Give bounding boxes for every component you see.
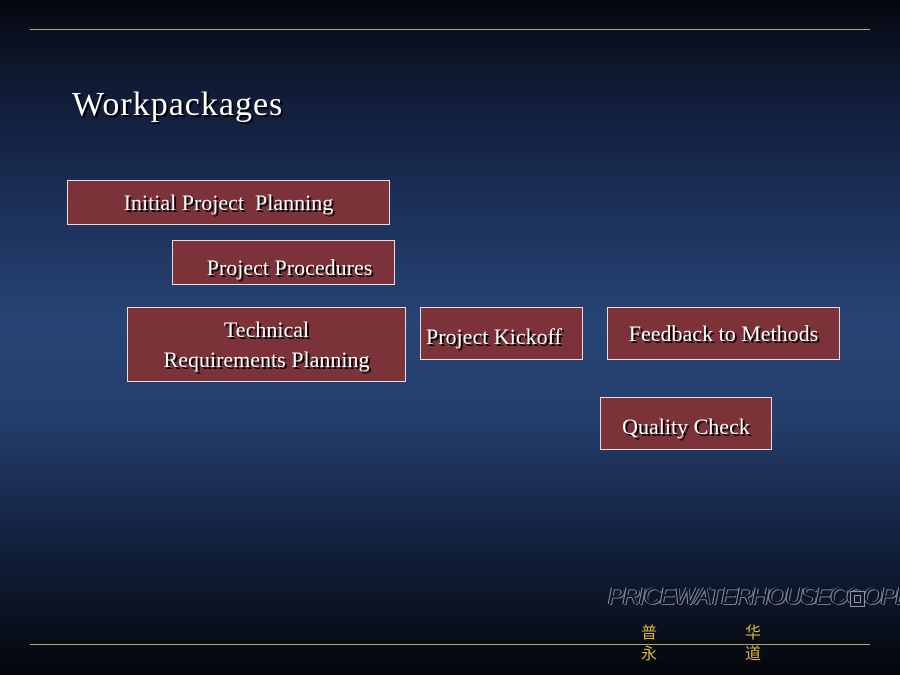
slide-title: Workpackages bbox=[72, 86, 284, 123]
company-logo: PRICEWATERHOUSECOOPERS 普 永 华 道 bbox=[608, 583, 900, 663]
quality-check-box: Quality Check bbox=[600, 397, 772, 450]
top-rule bbox=[30, 29, 870, 30]
technical-requirements-box: Technical Requirements Planning bbox=[127, 307, 406, 382]
feedback-methods-box: Feedback to Methods bbox=[607, 307, 840, 360]
initial-planning-label: Initial Project Planning bbox=[123, 189, 334, 215]
project-procedures-box: Project Procedures bbox=[172, 240, 395, 285]
feedback-methods-label: Feedback to Methods bbox=[628, 320, 819, 346]
logo-cjk-char: 华 bbox=[744, 623, 761, 642]
bottom-rule bbox=[30, 644, 870, 645]
logo-cjk-char: 普 bbox=[640, 623, 657, 642]
technical-label-line2: Requirements Planning bbox=[163, 346, 370, 372]
logo-emblem-icon bbox=[850, 591, 865, 607]
logo-cjk-char: 永 bbox=[640, 644, 657, 663]
logo-cjk-char: 道 bbox=[744, 644, 761, 663]
quality-check-label: Quality Check bbox=[622, 413, 750, 439]
project-procedures-label: Project Procedures bbox=[206, 254, 373, 280]
initial-planning-box: Initial Project Planning bbox=[67, 180, 390, 225]
technical-label-line1: Technical bbox=[223, 316, 310, 342]
project-kickoff-box: Project Kickoff bbox=[420, 307, 583, 360]
project-kickoff-label: Project Kickoff bbox=[426, 323, 562, 349]
